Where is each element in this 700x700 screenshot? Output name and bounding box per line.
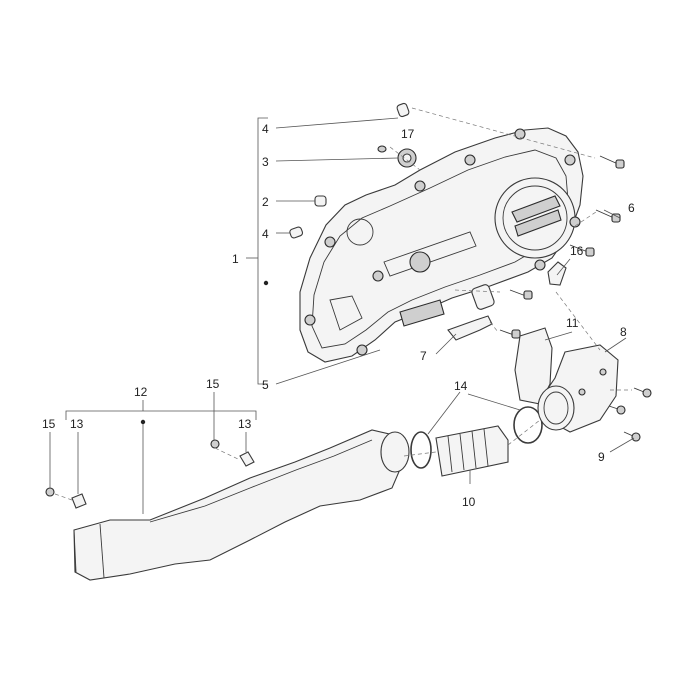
- callout-9: 9: [598, 450, 605, 464]
- pin-4-side: [289, 226, 304, 239]
- callout-16: 16: [570, 244, 584, 258]
- callout-labels: 1 2 3 4 4 5 6 7 8 9 10 11 12 13 13 14 15…: [42, 122, 635, 509]
- clamp-14-right: [513, 406, 543, 444]
- callout-3: 3: [262, 155, 269, 169]
- callout-13-right: 13: [238, 417, 252, 431]
- callout-6: 6: [628, 201, 635, 215]
- screw-15-right: [210, 439, 220, 449]
- clip-13-left: [71, 493, 87, 509]
- plug-2: [314, 195, 327, 207]
- callout-15-right: 15: [206, 377, 220, 391]
- rubber-boot-10: [435, 425, 509, 477]
- clamp-14-left: [410, 431, 432, 469]
- bracket-16: [547, 261, 567, 286]
- callout-7: 7: [420, 349, 427, 363]
- callout-10: 10: [462, 495, 476, 509]
- bracket-7: [447, 315, 493, 341]
- callout-14: 14: [454, 379, 468, 393]
- crankcase-cover: [299, 127, 584, 363]
- clip-13-right: [239, 451, 255, 467]
- bearing-3: [397, 148, 417, 168]
- pin-4-top: [396, 102, 410, 118]
- callout-1: 1: [232, 252, 239, 266]
- intake-cover-8: [537, 344, 619, 433]
- callout-11: 11: [566, 316, 579, 330]
- callout-2: 2: [262, 195, 269, 209]
- callout-4-side: 4: [262, 227, 269, 241]
- dowel-17: [377, 145, 387, 153]
- callout-15-left: 15: [42, 417, 56, 431]
- group-1-bracket: [246, 117, 269, 385]
- air-intake-duct: [73, 429, 410, 581]
- group-12-bracket: [65, 400, 257, 425]
- callout-5: 5: [262, 378, 269, 392]
- callout-13-left: 13: [70, 417, 84, 431]
- leader-lines: [49, 117, 635, 514]
- screw-15-left: [45, 487, 55, 497]
- callout-4-top: 4: [262, 122, 269, 136]
- screw-set-9: [608, 387, 652, 442]
- callout-17: 17: [401, 127, 415, 141]
- screw-set-6: [499, 155, 625, 339]
- alignment-lines: [54, 107, 632, 501]
- callout-12: 12: [134, 385, 148, 399]
- callout-8: 8: [620, 325, 627, 339]
